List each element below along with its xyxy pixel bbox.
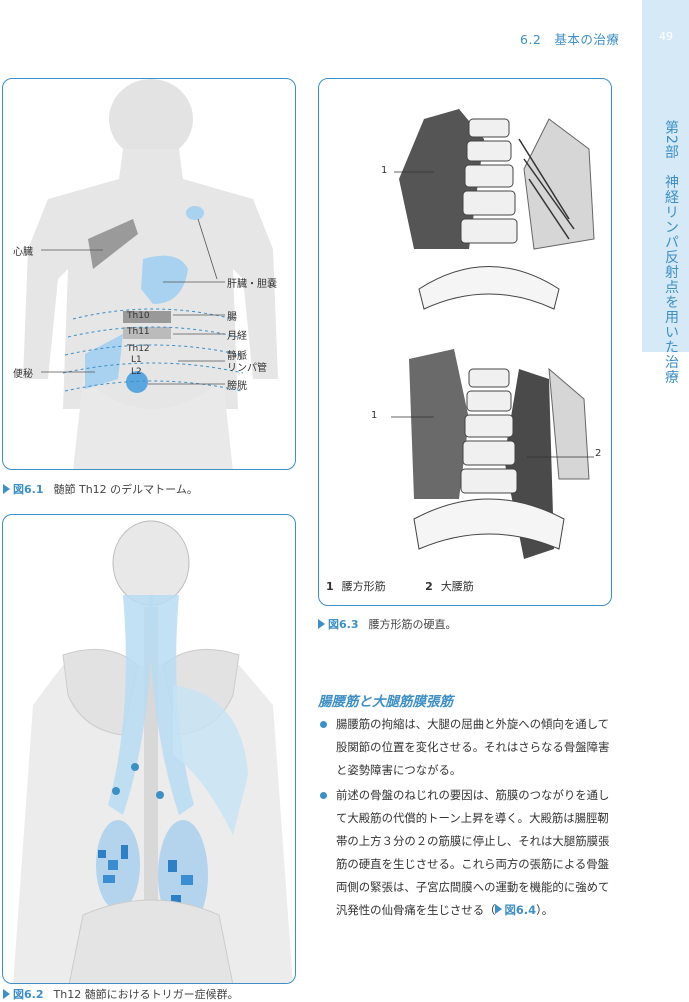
label-constipation: 便秘 xyxy=(13,369,33,380)
dermatome-illustration xyxy=(23,79,278,469)
arrow-icon xyxy=(3,484,10,494)
label-liver: 肝臓・胆嚢 xyxy=(227,279,277,290)
arrow-icon xyxy=(3,989,10,999)
label-menstrual: 月経 xyxy=(227,331,247,342)
label-lymph: リンパ管 xyxy=(227,363,267,374)
top-label-1: 1 xyxy=(381,165,388,176)
bullet-icon xyxy=(320,792,327,799)
figure-6-1-panel: 心臓 肝臓・胆嚢 腸 月経 静脈 リンパ管 膀胱 便秘 Th10 Th11 Th… xyxy=(2,78,296,470)
bottom-label-2: 2 xyxy=(595,448,602,459)
figure-6-2-panel xyxy=(2,514,296,984)
label-heart: 心臓 xyxy=(13,247,33,258)
figure-6-3-caption: 図6.3 腰方形筋の硬直。 xyxy=(318,616,457,632)
bullet-text: 前述の骨盤のねじれの要因は、筋膜のつながりを通して大殿筋の代償的トーン上昇を導く… xyxy=(336,788,610,917)
bullet-text-end: ）。 xyxy=(536,903,554,917)
figure-number: 図6.3 xyxy=(328,618,359,631)
label-bladder: 膀胱 xyxy=(227,381,247,392)
legend-text: 腰方形筋 xyxy=(341,580,386,593)
figure-6-3-panel: 1 1 2 xyxy=(318,78,612,606)
page-number: 49 xyxy=(659,30,673,43)
figure-number: 図6.1 xyxy=(13,483,44,496)
label-l1: L1 xyxy=(131,355,142,365)
figure-6-1-caption: 図6.1 髄節 Th12 のデルマトーム。 xyxy=(3,481,198,497)
figure-6-3-legend: 1 腰方形筋 2 大腰筋 xyxy=(326,578,474,594)
arrow-icon xyxy=(318,619,325,629)
chapter-tab xyxy=(642,0,689,352)
figure-reference-link[interactable]: 図6.4 xyxy=(504,903,537,917)
legend-text: 大腰筋 xyxy=(440,580,474,593)
label-vein: 静脈 xyxy=(227,351,247,362)
section-header: 6.2 基本の治療 xyxy=(520,32,620,47)
legend-item-1: 1 腰方形筋 xyxy=(326,580,386,593)
bottom-label-1: 1 xyxy=(371,410,378,421)
legend-number: 2 xyxy=(425,580,433,593)
legend-item-2: 2 大腰筋 xyxy=(425,580,474,593)
list-item: 前述の骨盤のねじれの要因は、筋膜のつながりを通して大殿筋の代償的トーン上昇を導く… xyxy=(318,784,618,922)
label-th11: Th11 xyxy=(127,327,150,337)
label-l2: L2 xyxy=(131,367,142,377)
caption-text: 髄節 Th12 のデルマトーム。 xyxy=(53,483,198,496)
figure-number: 図6.2 xyxy=(13,988,44,1001)
arrow-icon xyxy=(495,904,503,914)
skeleton-trigger-illustration xyxy=(13,520,293,983)
label-th10: Th10 xyxy=(127,311,150,321)
figure-6-2-caption: 図6.2 Th12 髄節におけるトリガー症候群。 xyxy=(3,986,239,1002)
lumbar-muscle-illustration xyxy=(319,109,611,576)
bullet-text: 腸腰筋の拘縮は、大腿の屈曲と外旋への傾向を通して股関節の位置を変化させる。それは… xyxy=(336,717,610,777)
legend-number: 1 xyxy=(326,580,334,593)
label-th12: Th12 xyxy=(127,344,150,354)
bullet-list: 腸腰筋の拘縮は、大腿の屈曲と外旋への傾向を通して股関節の位置を変化させる。それは… xyxy=(318,713,618,924)
label-intestine: 腸 xyxy=(227,312,237,323)
chapter-title: 第2部 神経リンパ反射点を用いた治療 xyxy=(663,120,679,385)
list-item: 腸腰筋の拘縮は、大腿の屈曲と外旋への傾向を通して股関節の位置を変化させる。それは… xyxy=(318,713,618,782)
section-heading: 腸腰筋と大腿筋膜張筋 xyxy=(318,694,453,710)
bullet-icon xyxy=(320,721,327,728)
caption-text: Th12 髄節におけるトリガー症候群。 xyxy=(53,988,239,1001)
caption-text: 腰方形筋の硬直。 xyxy=(368,618,457,631)
